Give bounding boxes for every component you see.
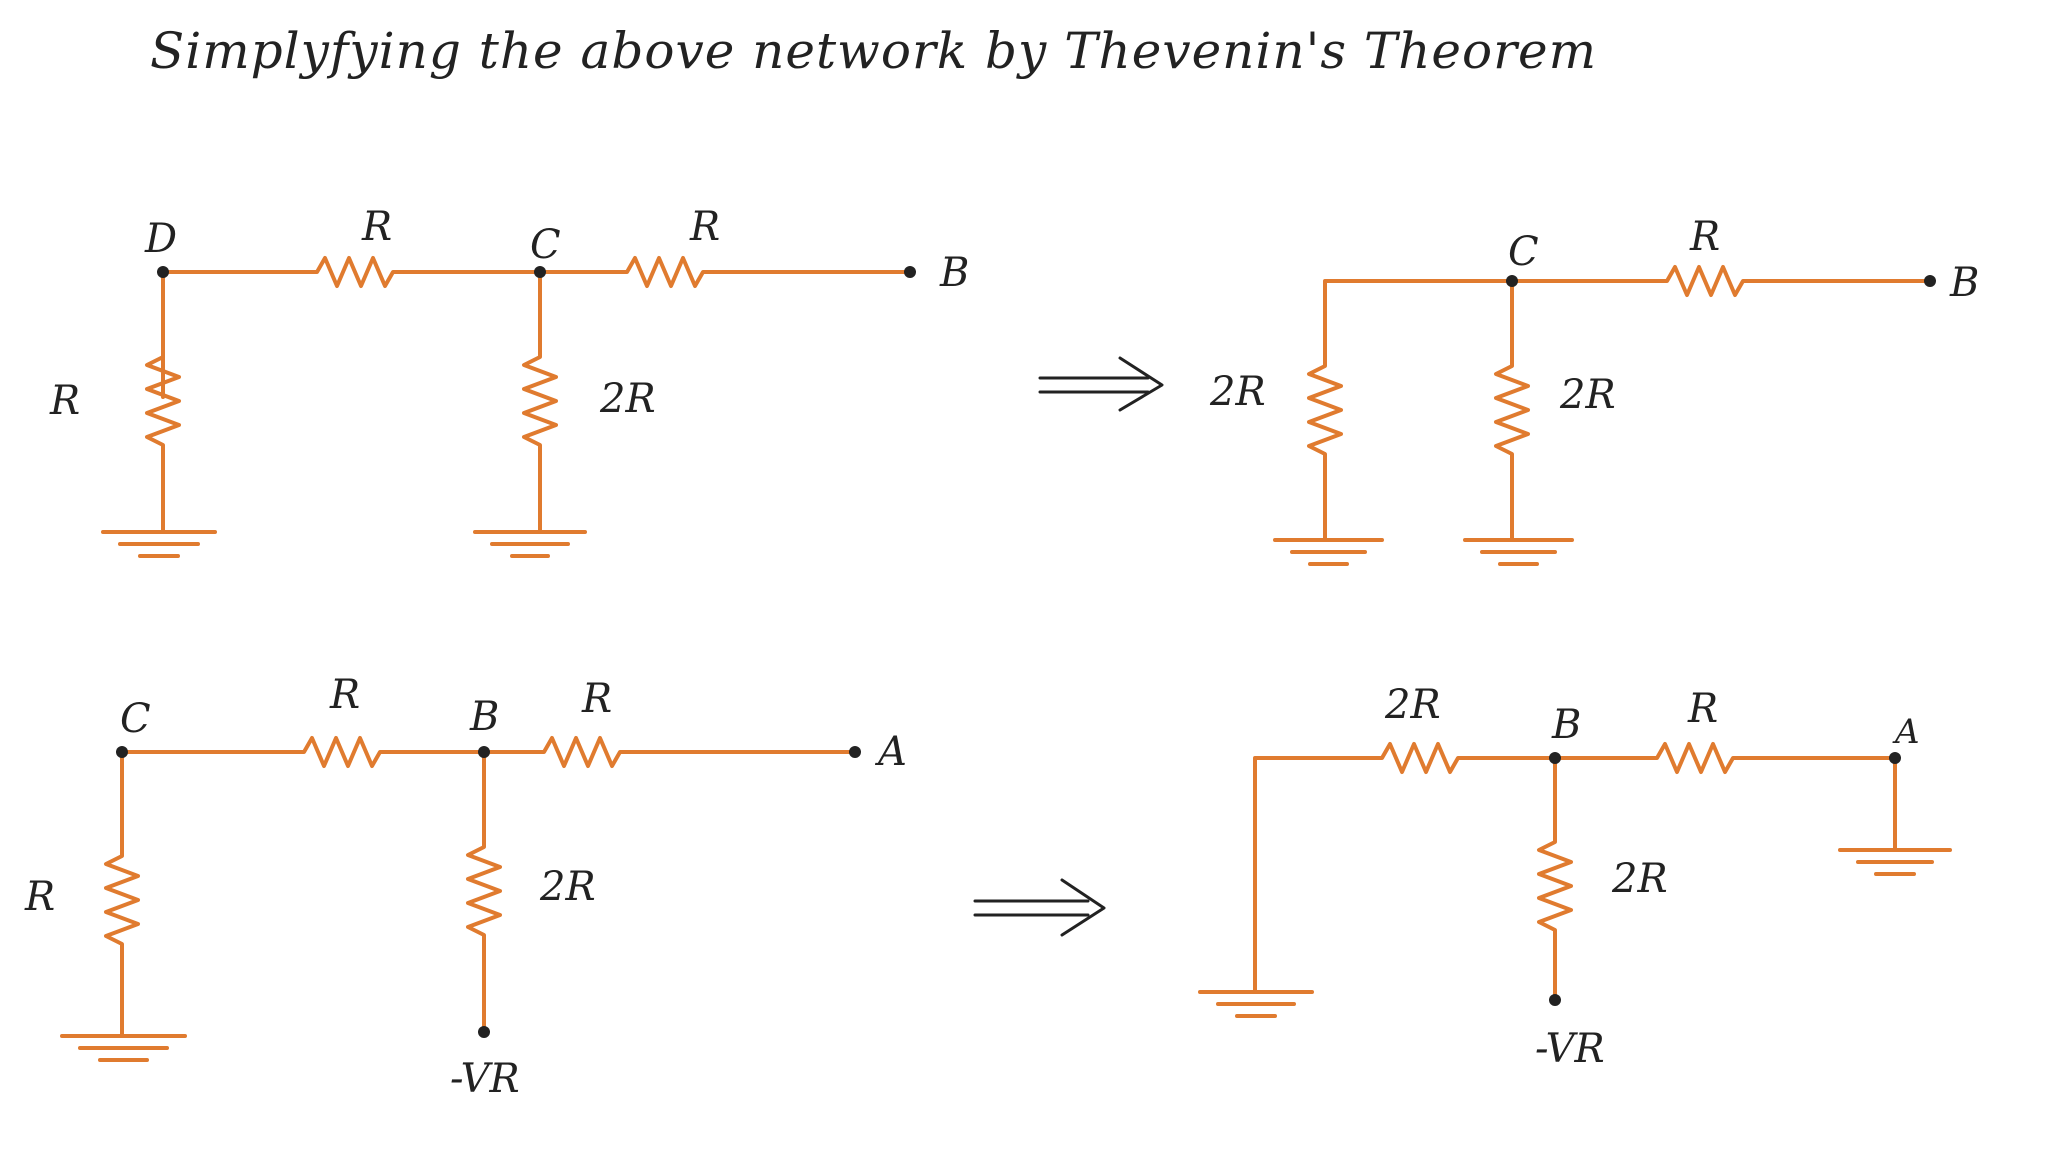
label-vr: -VR — [450, 1056, 520, 1102]
wire — [1253, 756, 1372, 994]
panel-bottom-right: 2R B R A 2R -VR — [1198, 682, 1952, 1072]
ground-symbol — [60, 1034, 187, 1062]
node-b-terminal — [1924, 275, 1936, 287]
resistor-cb — [613, 256, 717, 288]
label-vr: -VR — [1535, 1026, 1605, 1072]
panel-top-left: D R C R B R 2R — [49, 204, 969, 558]
label-resistor: 2R — [1209, 369, 1266, 415]
label-node-d: D — [144, 216, 177, 262]
label-resistor: R — [24, 874, 55, 920]
label-node-a: A — [1892, 712, 1920, 752]
label-node-b: B — [1949, 260, 1979, 306]
label-node-c: C — [1508, 229, 1539, 275]
label-resistor: R — [689, 204, 720, 250]
label-resistor: R — [361, 204, 392, 250]
label-resistor: R — [329, 672, 360, 718]
panel-top-right: C R B 2R 2R — [1209, 214, 1979, 566]
resistor-ba — [1643, 742, 1747, 774]
ground-symbol — [473, 530, 587, 558]
node-b — [1549, 752, 1561, 764]
arrow-implies — [973, 878, 1106, 937]
node-vr-terminal — [478, 1026, 490, 1038]
resistor-b-vr — [466, 833, 502, 947]
node-b — [478, 746, 490, 758]
label-resistor: R — [49, 378, 80, 424]
label-resistor: 2R — [599, 376, 656, 422]
node-b-terminal — [904, 266, 916, 278]
wire — [120, 750, 294, 846]
resistor-c-ground — [522, 343, 558, 457]
label-node-b: B — [1551, 702, 1581, 748]
node-d — [157, 266, 169, 278]
node-c — [534, 266, 546, 278]
label-node-b: B — [939, 250, 969, 296]
wire — [1323, 279, 1657, 356]
label-node-a: A — [874, 729, 907, 775]
page-title: Simplyfying the above network by Theveni… — [150, 22, 1598, 80]
label-resistor: 2R — [1611, 856, 1668, 902]
label-node-b: B — [469, 694, 499, 740]
node-c — [1506, 275, 1518, 287]
resistor-b-vr — [1537, 828, 1573, 942]
resistor-c-ground — [1494, 352, 1530, 466]
node-a-terminal — [849, 746, 861, 758]
resistor-c-ground — [104, 842, 140, 956]
wire — [1743, 756, 1897, 852]
node-c — [116, 746, 128, 758]
resistor-thevenin-2r — [1307, 352, 1343, 466]
label-resistor: R — [1687, 686, 1718, 732]
label-resistor: 2R — [539, 864, 596, 910]
resistor-thevenin-2r — [1368, 742, 1472, 774]
ground-symbol — [1273, 538, 1384, 566]
label-node-c: C — [530, 222, 561, 268]
ground-symbol — [1838, 848, 1952, 876]
arrow-implies — [1038, 356, 1164, 412]
node-a-terminal — [1889, 752, 1901, 764]
label-resistor: 2R — [1384, 682, 1441, 728]
label-resistor: R — [581, 676, 612, 722]
label-resistor: R — [1689, 214, 1720, 260]
label-resistor: 2R — [1559, 372, 1616, 418]
resistor-cb — [290, 736, 394, 768]
wire — [161, 270, 307, 399]
label-node-c: C — [120, 696, 151, 742]
ground-symbol — [101, 530, 217, 558]
resistor-cb — [1653, 265, 1757, 297]
resistor-dc — [303, 256, 407, 288]
ground-symbol — [1463, 538, 1574, 566]
resistor-ba — [530, 736, 634, 768]
ground-symbol — [1198, 990, 1314, 1018]
node-vr-terminal — [1549, 994, 1561, 1006]
panel-bottom-left: C R B R A R 2R -VR — [24, 672, 907, 1102]
